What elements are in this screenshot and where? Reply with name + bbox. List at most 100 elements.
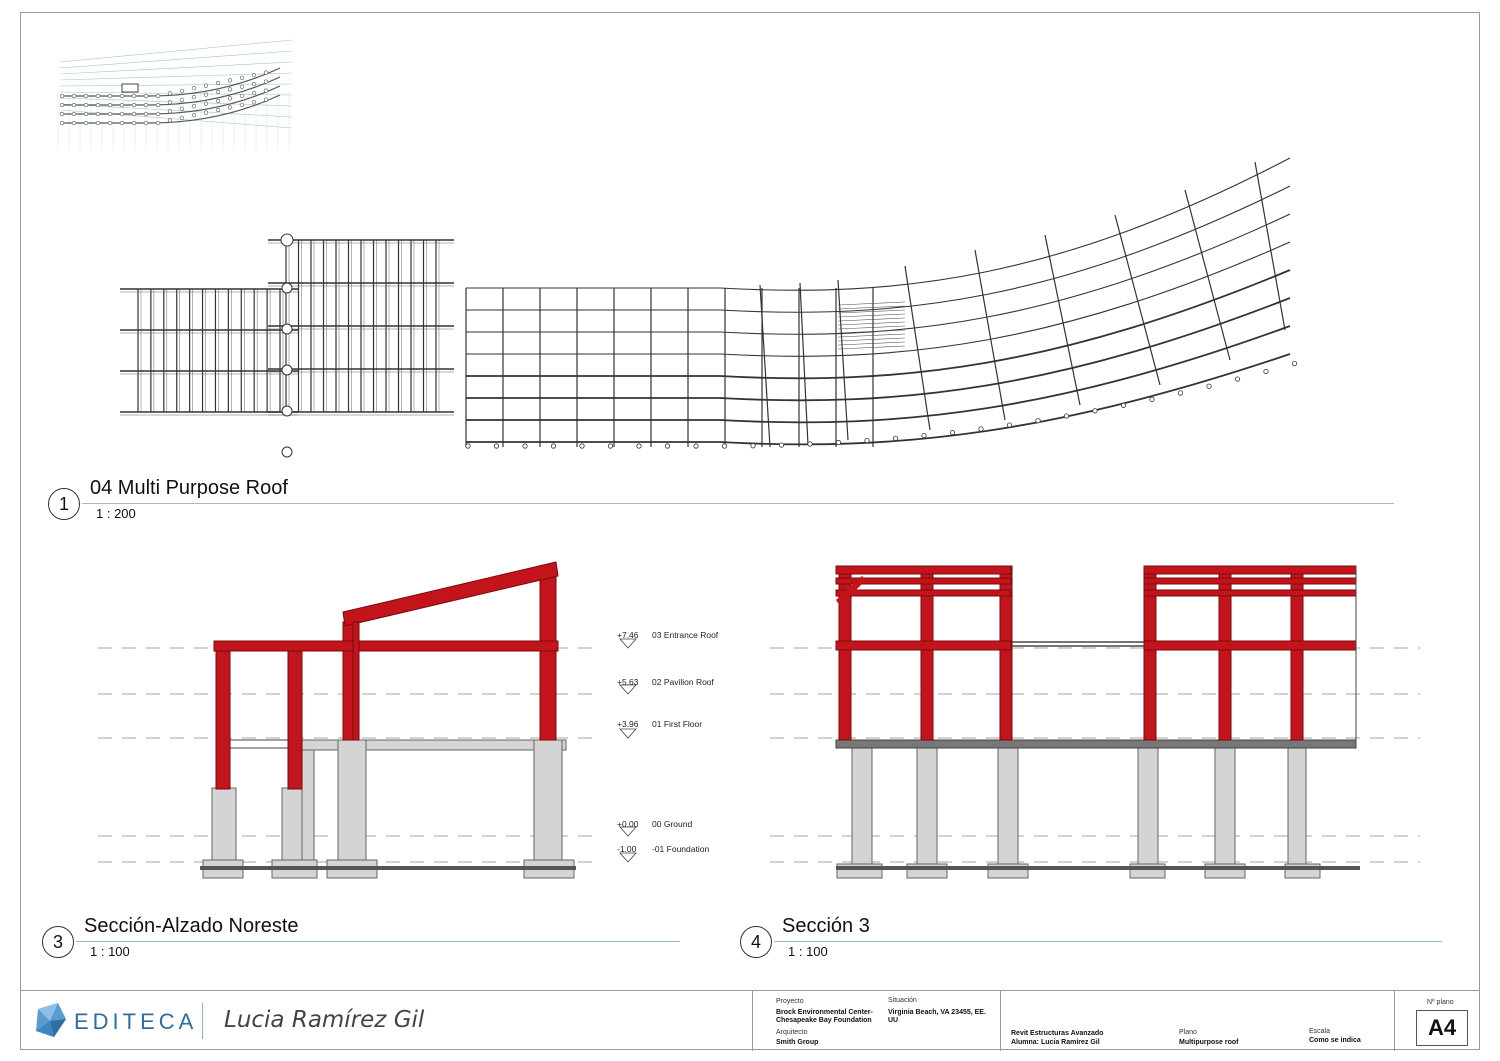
steel-beam xyxy=(1143,565,1357,575)
plan-c-column xyxy=(1263,368,1269,375)
key-plan-column xyxy=(179,115,185,120)
level-elevation: +5.63 xyxy=(617,677,639,687)
plan-c-hatch xyxy=(837,301,906,306)
key-plan-column xyxy=(239,102,245,107)
level-name: 01 First Floor xyxy=(652,719,703,729)
plan-c-rafter xyxy=(837,279,849,441)
plan-c-beam xyxy=(466,353,1291,446)
plan-c-hatch xyxy=(837,337,906,342)
key-plan-column xyxy=(71,93,77,99)
steel-beam xyxy=(1143,589,1357,597)
plan-c-column xyxy=(607,443,614,449)
view-scale-section-3: 1 : 100 xyxy=(788,944,828,959)
key-plan-column xyxy=(95,102,101,108)
plan-c-rafter xyxy=(1044,234,1081,406)
key-plan-column xyxy=(131,102,137,108)
plan-c-column xyxy=(721,443,728,449)
view-title-rule xyxy=(774,941,1442,942)
key-plan-grid xyxy=(59,97,293,107)
plan-c-column xyxy=(1149,396,1155,402)
steel-beam xyxy=(835,589,1012,597)
key-plan-column xyxy=(179,106,185,111)
location-value: Virginia Beach, VA 23455, EE. UU xyxy=(888,1009,986,1024)
key-plan-column xyxy=(59,102,65,108)
plan-c-column xyxy=(807,441,813,447)
plan-c-hatch xyxy=(837,341,906,346)
key-plan-column xyxy=(119,111,125,117)
key-plan-column xyxy=(167,100,173,105)
key-plan-column xyxy=(215,89,221,95)
key-plan-column xyxy=(263,70,269,75)
sheet-number: A4 xyxy=(1416,1010,1468,1046)
steel-rafter xyxy=(342,561,559,627)
level-name: 03 Entrance Roof xyxy=(652,630,719,640)
pier xyxy=(211,787,237,861)
key-plan-column xyxy=(179,88,185,93)
plan-value: Multipurpose roof xyxy=(1179,1039,1239,1046)
plan-c-column xyxy=(1177,390,1184,396)
steel-column xyxy=(539,565,557,741)
plan-c-hatch xyxy=(837,317,906,322)
key-plan-column xyxy=(71,102,77,108)
project-value: Brock Environmental Center-Chesapeake Ba… xyxy=(776,1009,873,1024)
plan-c-column xyxy=(778,442,785,448)
view-number-4: 4 xyxy=(740,926,772,958)
steel-column xyxy=(215,640,231,790)
plan-c-beam xyxy=(466,297,1291,402)
key-plan-column xyxy=(239,75,245,80)
level-name: 00 Ground xyxy=(652,819,693,829)
key-plan-column xyxy=(143,93,149,99)
key-plan-column xyxy=(119,120,125,126)
plan-c-rafter xyxy=(1114,214,1161,386)
key-plan-column xyxy=(203,101,209,106)
key-plan-column xyxy=(107,102,113,108)
tb-divider xyxy=(752,991,753,1051)
plan-c-column xyxy=(1035,418,1041,424)
key-plan-column xyxy=(203,83,209,88)
key-plan-column xyxy=(263,97,269,102)
plan-c-beam xyxy=(466,241,1291,357)
key-plan-column xyxy=(59,93,65,99)
editeca-logo-icon xyxy=(36,1003,66,1037)
key-plan-beam xyxy=(60,94,281,124)
key-plan-column xyxy=(83,111,89,117)
first-floor-slab xyxy=(835,739,1357,749)
key-plan-column xyxy=(119,102,125,108)
plan-c-beam xyxy=(466,269,1291,380)
pier xyxy=(301,749,315,861)
plan-c-beam xyxy=(466,213,1291,335)
tb-divider xyxy=(1394,991,1395,1051)
key-plan-column xyxy=(167,118,173,123)
view-number-text: 3 xyxy=(52,931,63,952)
key-plan-column xyxy=(131,120,137,126)
view-scale-roof: 1 : 200 xyxy=(96,506,136,521)
key-plan-column xyxy=(155,120,161,126)
view-title-section-ne: Sección-Alzado Noreste xyxy=(84,915,299,937)
plan-c-column xyxy=(835,439,842,446)
key-plan-grid xyxy=(59,61,293,75)
plan-c-column xyxy=(550,443,557,449)
plan-c-rafter xyxy=(1184,189,1231,361)
plan-c-hatch xyxy=(837,321,906,326)
key-plan-column xyxy=(227,105,233,110)
key-plan-beam xyxy=(60,76,281,106)
plan-c-column xyxy=(1006,422,1013,428)
key-plan-column xyxy=(191,113,197,118)
key-plan-column xyxy=(155,93,161,99)
key-plan-column xyxy=(143,111,149,117)
key-plan-column xyxy=(239,84,245,89)
key-plan-column xyxy=(59,111,65,117)
key-plan-column xyxy=(59,120,65,126)
plan-c-column xyxy=(750,443,756,449)
view-title-roof: 04 Multi Purpose Roof xyxy=(90,477,288,499)
logo-wordmark: EDITECA xyxy=(74,1009,198,1034)
key-plan-column xyxy=(167,109,173,114)
plan-c-column xyxy=(921,432,927,439)
sheet-border xyxy=(20,12,1480,1050)
key-plan-column xyxy=(215,80,221,86)
architect-value: Smith Group xyxy=(776,1039,819,1046)
plan-c-column xyxy=(1206,383,1212,389)
key-plan-column xyxy=(107,111,113,117)
plan-c-hatch xyxy=(837,309,906,314)
key-plan-column xyxy=(251,82,257,87)
